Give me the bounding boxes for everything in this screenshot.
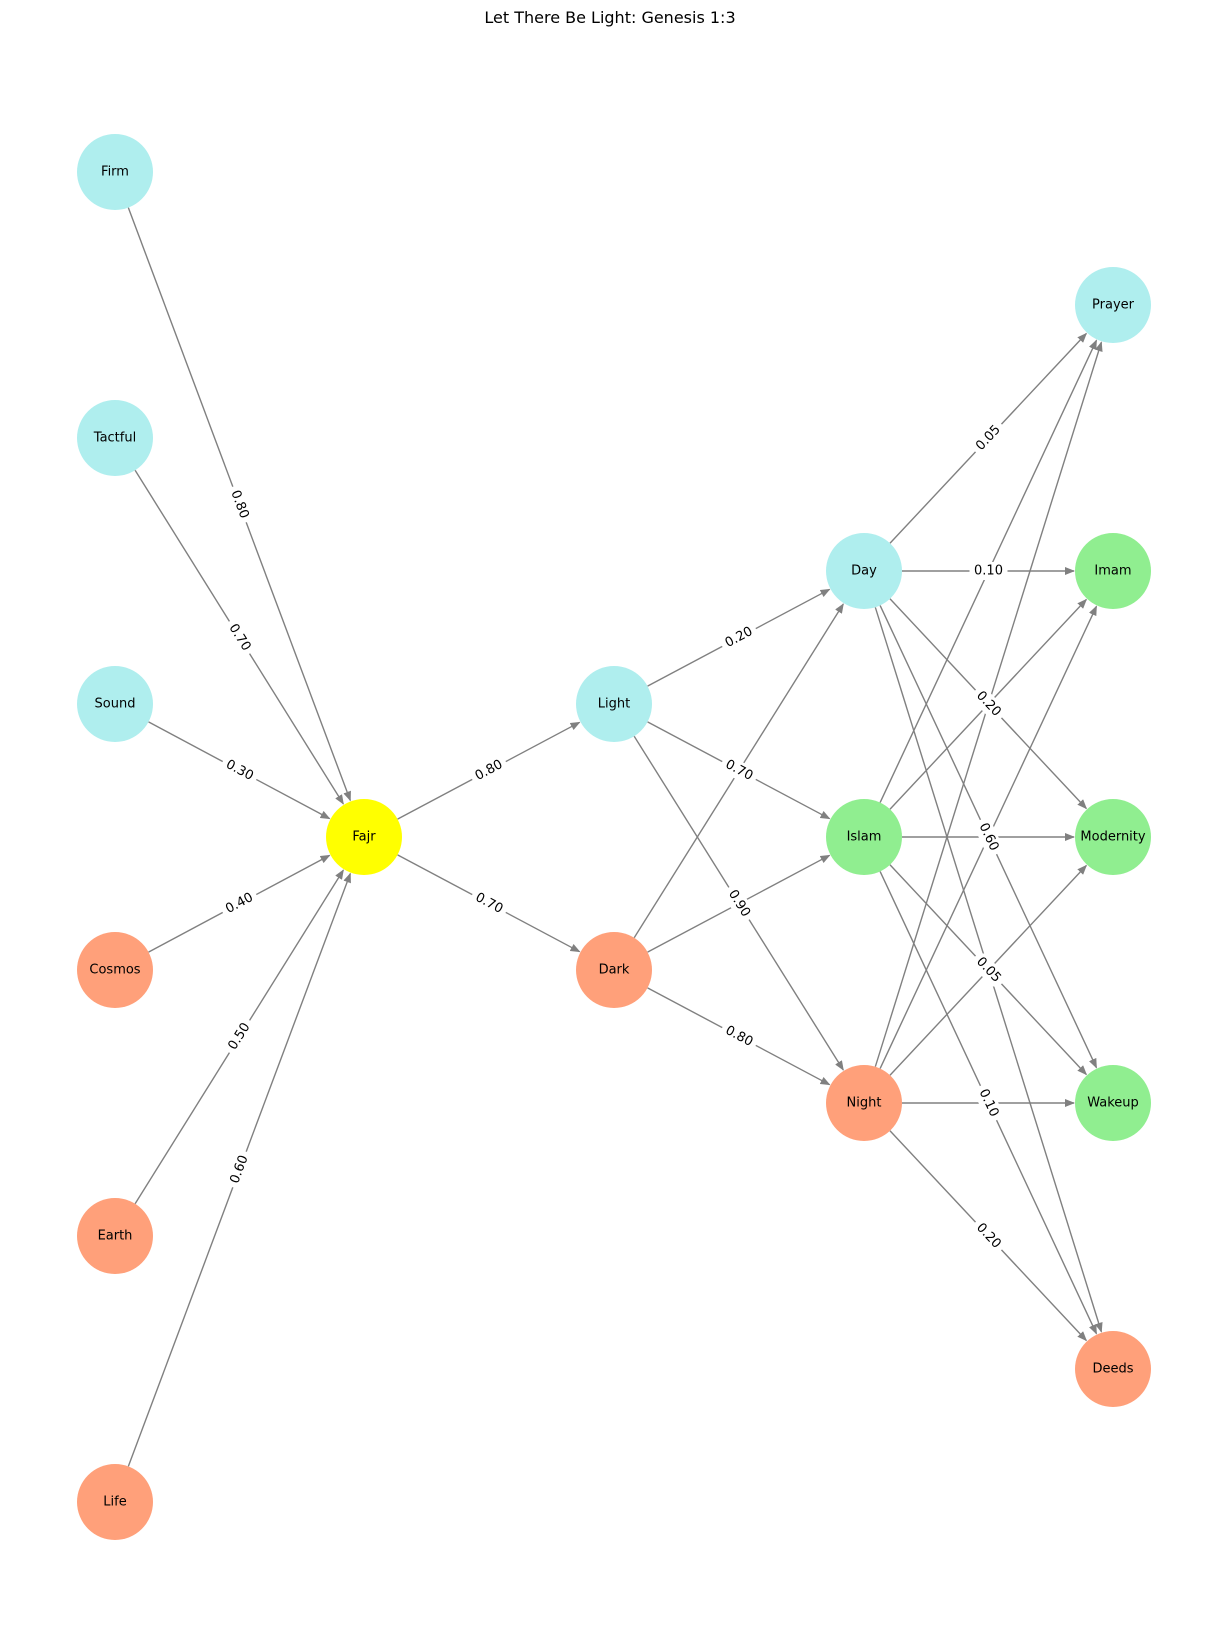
node-label: Tactful (93, 431, 136, 446)
node-label: Life (103, 1495, 126, 1510)
node-circle (826, 533, 902, 609)
node-label: Deeds (1092, 1362, 1133, 1377)
node-circle (77, 666, 153, 742)
node-label: Islam (847, 830, 882, 845)
node-circle (1075, 799, 1151, 875)
node-circle (77, 1198, 153, 1274)
edge-label-tactful-to-fajr: 0.70 (224, 619, 255, 656)
node-day: Day (826, 533, 902, 609)
node-label: Firm (101, 165, 129, 180)
node-night: Night (826, 1065, 902, 1141)
node-circle (1075, 267, 1151, 343)
node-label: Fajr (352, 830, 376, 845)
node-label: Prayer (1092, 298, 1135, 313)
node-circle (77, 932, 153, 1008)
edge-weight: 0.10 (974, 564, 1003, 579)
edge-label-light-to-night: 0.90 (724, 885, 754, 922)
node-dark: Dark (576, 932, 652, 1008)
node-circle (1075, 1331, 1151, 1407)
node-fajr: Fajr (326, 799, 402, 875)
edge-label-day-to-imam: 0.10 (969, 562, 1008, 580)
node-label: Imam (1094, 564, 1131, 579)
edge-label-light-to-day: 0.20 (720, 623, 758, 652)
diagram-title: Let There Be Light: Genesis 1:3 (484, 8, 736, 27)
node-circle (826, 1065, 902, 1141)
node-label: Wakeup (1087, 1096, 1139, 1111)
node-cosmos: Cosmos (77, 932, 153, 1008)
node-circle (576, 932, 652, 1008)
node-label: Earth (98, 1229, 133, 1244)
node-label: Day (851, 564, 877, 579)
node-circle (1075, 533, 1151, 609)
edge-label-life-to-fajr: 0.60 (226, 1150, 253, 1189)
node-prayer: Prayer (1075, 267, 1151, 343)
node-circle (77, 1464, 153, 1540)
node-label: Light (598, 697, 630, 712)
node-circle (576, 666, 652, 742)
node-light: Light (576, 666, 652, 742)
node-firm: Firm (77, 134, 153, 210)
edge-label-fajr-to-light: 0.80 (470, 756, 508, 785)
node-modernity: Modernity (1075, 799, 1151, 875)
node-tactful: Tactful (77, 400, 153, 476)
edges-layer (127, 207, 1103, 1467)
node-life: Life (77, 1464, 153, 1540)
node-label: Night (847, 1096, 882, 1111)
edge-label-firm-to-fajr: 0.80 (226, 485, 253, 524)
node-imam: Imam (1075, 533, 1151, 609)
node-circle (77, 134, 153, 210)
node-label: Cosmos (89, 963, 140, 978)
node-earth: Earth (77, 1198, 153, 1274)
node-circle (826, 799, 902, 875)
node-label: Sound (95, 697, 136, 712)
node-sound: Sound (77, 666, 153, 742)
edge-label-earth-to-fajr: 0.50 (224, 1018, 255, 1055)
node-circle (326, 799, 402, 875)
edge-label-sound-to-fajr: 0.30 (221, 756, 258, 785)
node-islam: Islam (826, 799, 902, 875)
node-label: Modernity (1080, 830, 1145, 845)
node-circle (77, 400, 153, 476)
node-deeds: Deeds (1075, 1331, 1151, 1407)
edge-label-fajr-to-dark: 0.70 (470, 889, 508, 918)
edge-label-dark-to-night: 0.80 (720, 1022, 758, 1051)
edge-label-cosmos-to-fajr: 0.40 (221, 889, 258, 918)
node-wakeup: Wakeup (1075, 1065, 1151, 1141)
edge-label-light-to-islam: 0.70 (720, 756, 758, 785)
node-label: Dark (599, 963, 630, 978)
node-circle (1075, 1065, 1151, 1141)
